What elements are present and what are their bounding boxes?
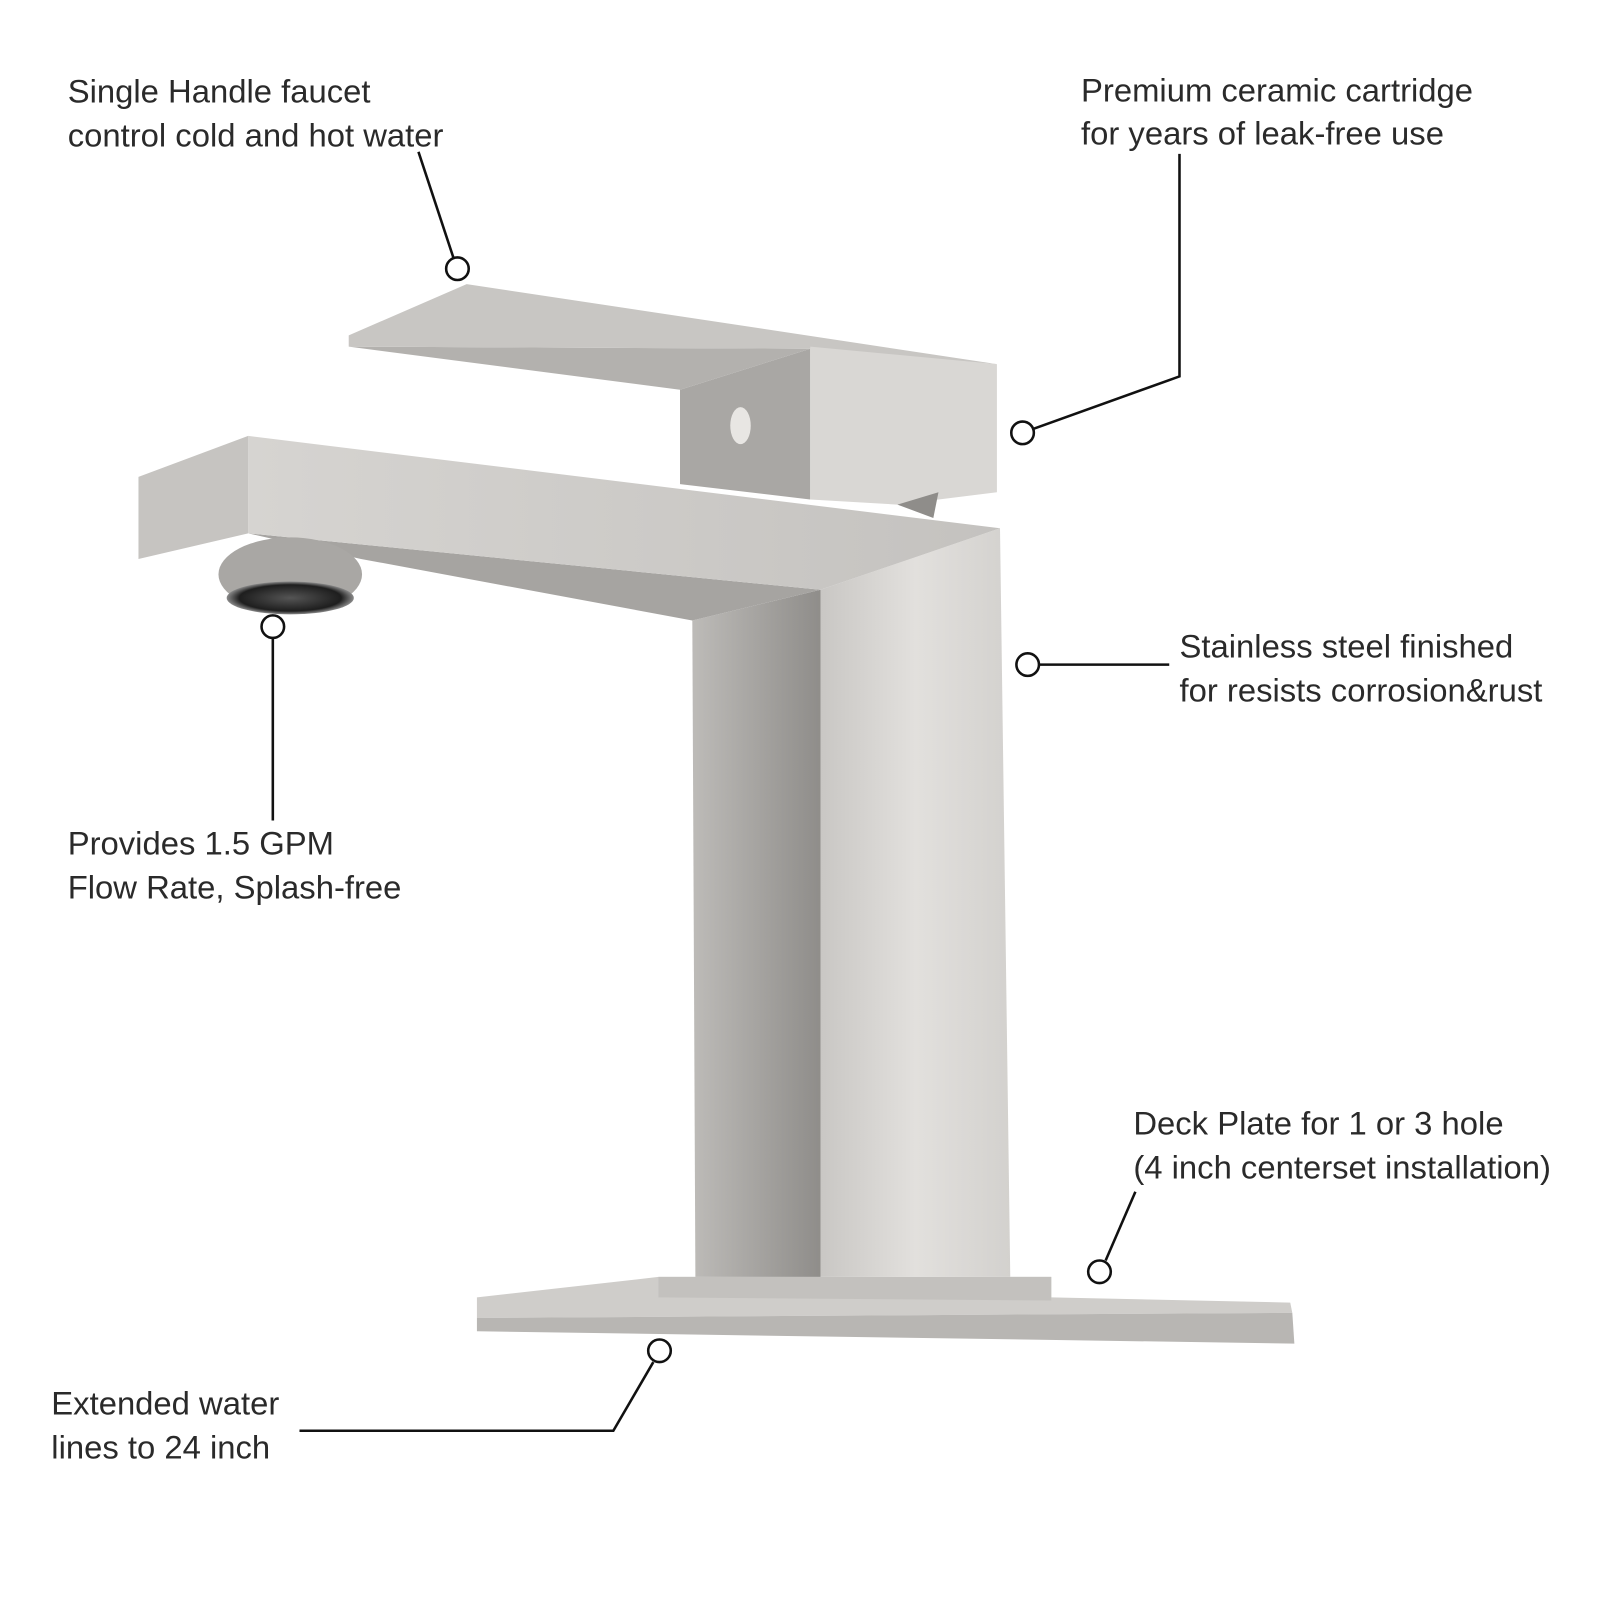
callout-steel: Stainless steel finished for resists cor… — [1015, 627, 1542, 709]
spout-front — [248, 435, 1000, 590]
lever-top — [348, 284, 997, 365]
aerator-mesh — [226, 581, 354, 615]
callout-text: Flow Rate, Splash-free — [68, 868, 402, 905]
callout-text: Provides 1.5 GPM — [68, 824, 334, 861]
lever-underside — [348, 346, 811, 390]
callout-handle: Single Handle faucet control cold and ho… — [68, 73, 470, 282]
callout-marker — [444, 256, 470, 282]
callout-marker — [1009, 420, 1036, 446]
spout-underside — [248, 533, 821, 621]
callout-cartridge: Premium ceramic cartridge for years of l… — [1009, 72, 1473, 446]
leader-line — [417, 151, 455, 258]
callout-text: Single Handle faucet — [68, 73, 371, 110]
callout-text: for resists corrosion&rust — [1179, 672, 1542, 709]
callout-marker — [1086, 1259, 1113, 1285]
callout-text: control cold and hot water — [68, 117, 444, 154]
body-front — [820, 528, 1011, 1277]
callout-deck: Deck Plate for 1 or 3 hole (4 inch cente… — [1086, 1104, 1551, 1285]
callout-marker — [260, 614, 286, 640]
body-side — [692, 589, 821, 1277]
deck-plate-front — [476, 1312, 1295, 1344]
leader-line — [1033, 153, 1181, 430]
faucet-illustration — [138, 284, 1295, 1344]
callout-text: lines to 24 inch — [51, 1428, 270, 1465]
callout-text: (4 inch centerset installation) — [1133, 1148, 1551, 1185]
handle-screw-hole — [730, 407, 751, 445]
handle-front-block — [810, 346, 997, 505]
leader-line — [299, 1361, 655, 1433]
callout-text: Deck Plate for 1 or 3 hole — [1133, 1104, 1503, 1141]
callout-marker — [646, 1338, 673, 1364]
handle-base — [897, 492, 939, 518]
callout-text: Extended water — [51, 1384, 279, 1421]
callout-text: Stainless steel finished — [1179, 627, 1513, 664]
callout-text: Premium ceramic cartridge — [1081, 72, 1473, 109]
callout-waterlines: Extended water lines to 24 inch — [51, 1338, 673, 1465]
deck-plate-riser — [658, 1276, 1052, 1301]
leader-line — [1104, 1191, 1137, 1262]
spout-end — [138, 435, 249, 559]
callout-marker — [1015, 652, 1041, 678]
callout-text: for years of leak-free use — [1081, 115, 1444, 152]
callout-aerator: Provides 1.5 GPM Flow Rate, Splash-free — [68, 614, 402, 905]
